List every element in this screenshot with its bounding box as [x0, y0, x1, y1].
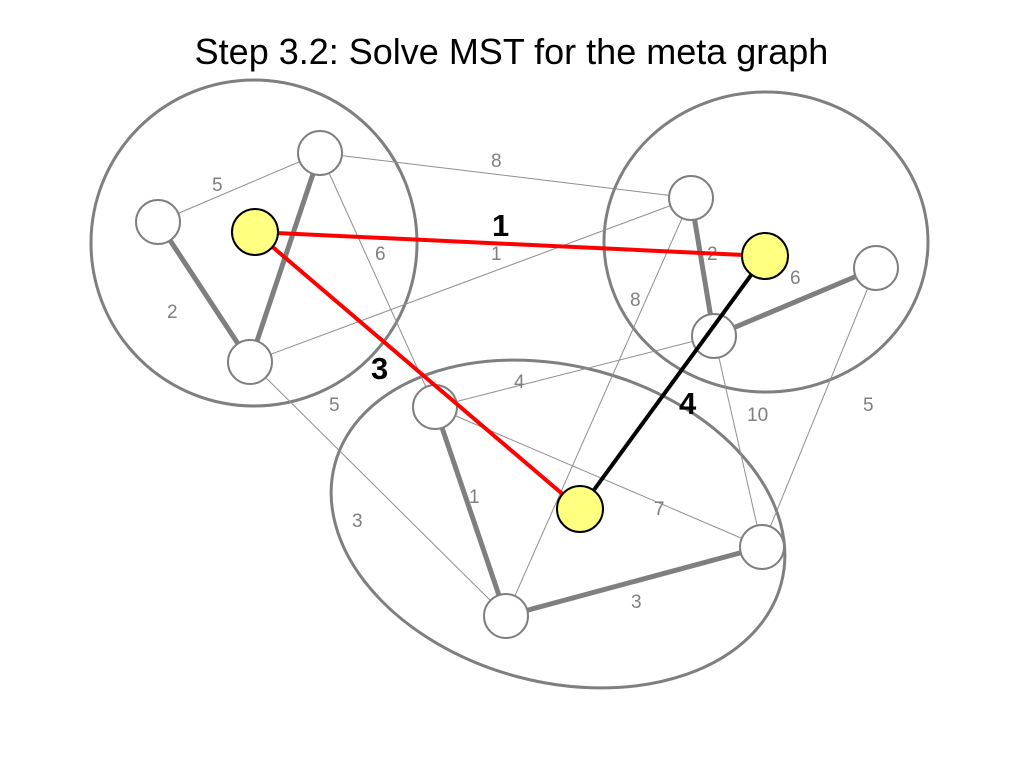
edge-line — [505, 197, 692, 617]
meta-edge-weight-label: 1 — [492, 208, 509, 243]
edge-weight-label: 5 — [329, 395, 340, 416]
meta-edge-unselected — [578, 254, 767, 511]
cluster-left — [89, 78, 419, 408]
edge-weight-label: 7 — [654, 499, 665, 520]
edge-weight-label: 5 — [863, 395, 874, 416]
edge-weight-label: 10 — [747, 405, 768, 426]
meta-edge-weight-label: 4 — [679, 386, 697, 421]
meta-edge-weight-label: 3 — [371, 351, 388, 386]
edge-weight-label: 1 — [469, 487, 480, 508]
edge-line — [249, 197, 692, 363]
edge-line — [319, 152, 692, 199]
edge-weight-label: 8 — [630, 290, 641, 311]
edge-weight-label: 3 — [631, 592, 642, 613]
cluster-bottom — [329, 358, 787, 690]
graph-node — [853, 245, 899, 291]
edge-weight-label: 3 — [352, 511, 363, 532]
edge-line-thick — [713, 265, 877, 339]
graph-node — [412, 384, 458, 430]
meta-node — [231, 208, 279, 256]
edge-weight-label: 6 — [375, 244, 386, 265]
edge-line-thick — [688, 197, 717, 337]
edge-weight-label: 2 — [167, 302, 178, 323]
edge-weight-label: 1 — [491, 244, 502, 265]
graph-node — [483, 593, 529, 639]
edge-line-thick — [155, 220, 253, 364]
edge-weight-label: 4 — [514, 372, 525, 393]
edge-weight-label: 6 — [790, 268, 801, 289]
edge-weight-label: 8 — [491, 151, 502, 172]
graph-node — [297, 130, 343, 176]
cluster-right — [602, 90, 930, 394]
edge-line — [434, 335, 715, 408]
meta-edge-selected — [254, 230, 766, 258]
edge-line — [713, 335, 763, 548]
meta-node — [741, 232, 789, 280]
slide-title: Step 3.2: Solve MST for the meta graph — [194, 31, 829, 72]
graph-node — [668, 175, 714, 221]
graph-node — [691, 313, 737, 359]
meta-edge-selected — [253, 230, 582, 511]
edge-weight-label: 5 — [212, 175, 223, 196]
edge-line — [249, 361, 507, 617]
edge-line-thick — [505, 544, 763, 619]
edge-line — [319, 152, 436, 408]
graph-node — [227, 339, 273, 385]
edge-line-thick — [432, 406, 509, 617]
edge-line — [761, 267, 877, 548]
edge-line — [157, 152, 321, 223]
meta-node — [556, 485, 604, 533]
graph-node — [135, 199, 181, 245]
graph-node — [739, 524, 785, 570]
